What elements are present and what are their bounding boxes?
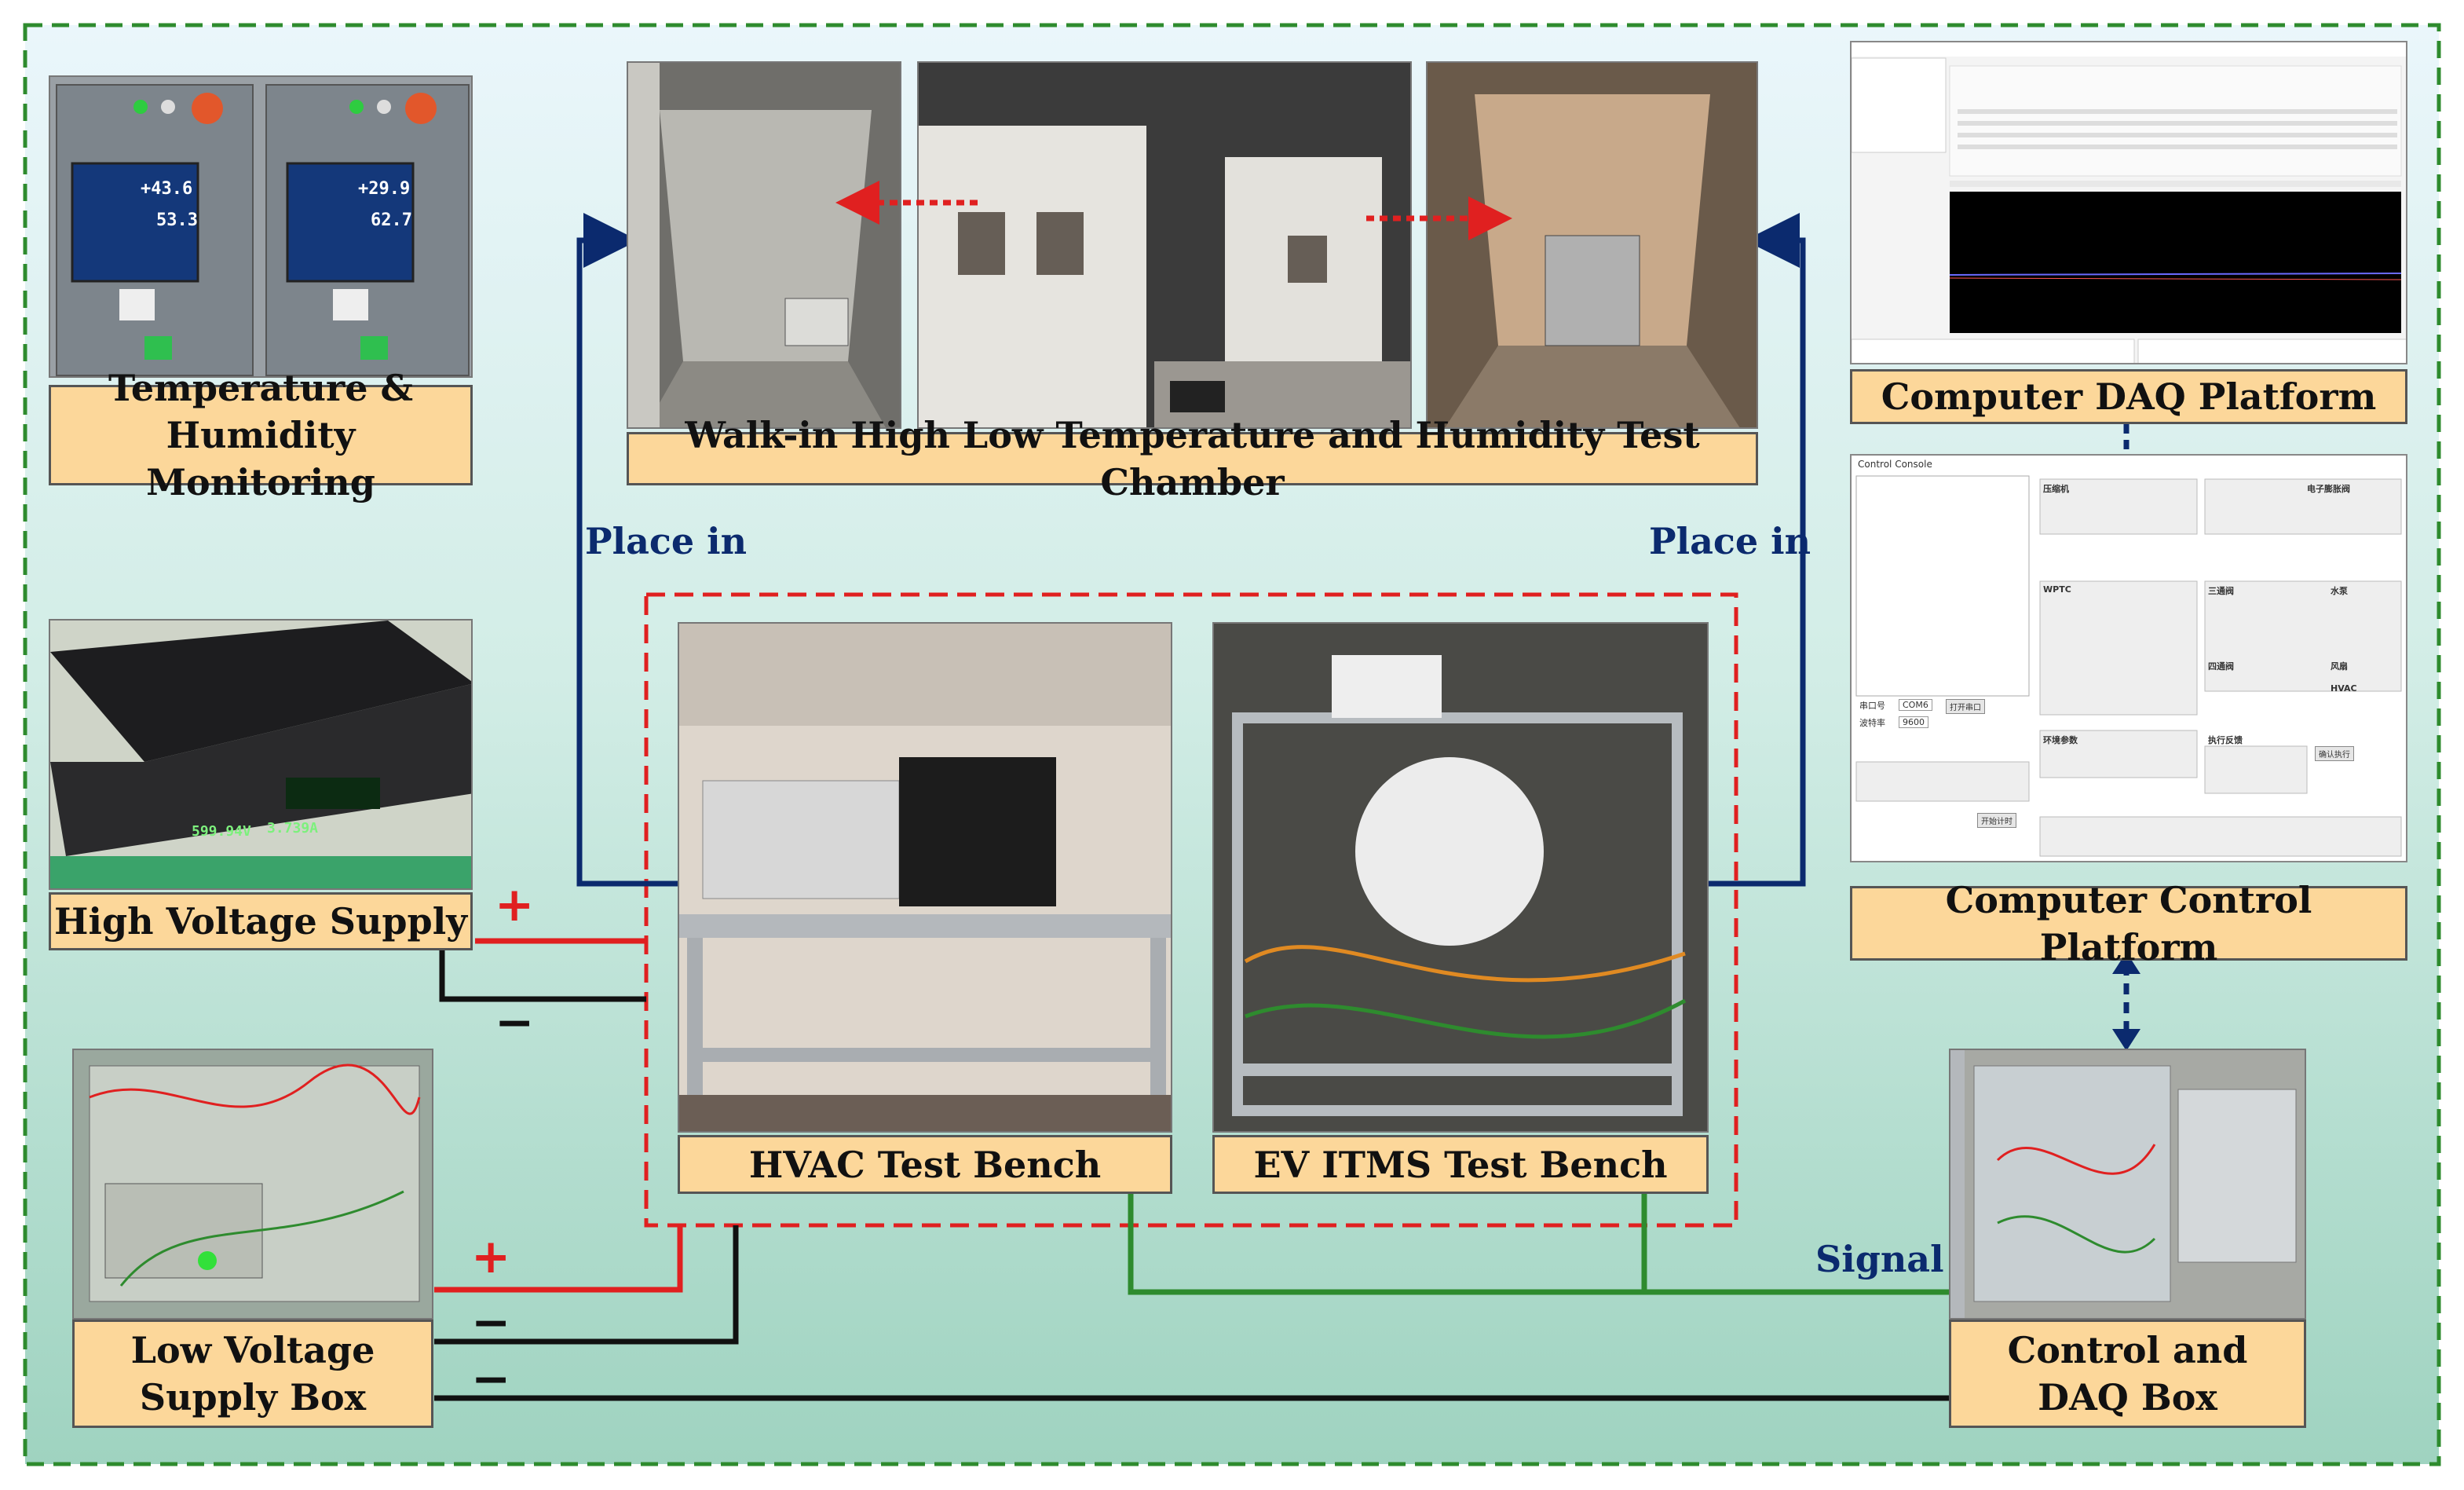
- hv-current-readout: 3.739A: [267, 820, 319, 837]
- section-hvac: HVAC: [2331, 683, 2357, 694]
- control-link-arrow-down: [2112, 1029, 2140, 1051]
- hv-supply-photo: 599.94V 3.739A: [49, 619, 473, 890]
- chamber-interior-left: [628, 63, 900, 427]
- control-console-title: Control Console: [1858, 459, 1932, 470]
- control-platform-label: Computer Control Platform: [1850, 879, 2407, 968]
- hvac-bench-photo: [678, 622, 1172, 1133]
- daq-software-ui: [1852, 42, 2406, 363]
- com-port-label: 串口号: [1859, 701, 1885, 711]
- itms-bench-illustration: [1214, 624, 1707, 1131]
- temp-humidity-label: Temperature & Humidity Monitoring: [49, 367, 473, 503]
- section-expansion-valve: 电子膨胀阀: [2307, 484, 2350, 494]
- lv-supply-illustration: [74, 1050, 432, 1318]
- itms-bench-label: EV ITMS Test Bench: [1212, 1135, 1709, 1194]
- hv-plus-sign: +: [495, 877, 535, 932]
- place-in-left-label: Place in: [585, 520, 748, 562]
- chamber-interior-right: [1428, 63, 1757, 427]
- control-console-ui: [1855, 475, 2402, 857]
- meter-panels-illustration: [50, 77, 471, 376]
- hv-voltage-readout: 599.94V: [192, 823, 251, 840]
- com-port-value: COM6: [1899, 699, 1932, 711]
- section-environment: 环境参数: [2043, 735, 2078, 745]
- bench-frame: [644, 592, 1738, 1228]
- control-daq-box-label: Control and DAQ Box: [1949, 1320, 2306, 1428]
- chamber-label: Walk-in High Low Temperature and Humidit…: [627, 414, 1758, 503]
- daq-software-screenshot: [1850, 41, 2407, 364]
- lv-minus-wire: [434, 1225, 739, 1345]
- lv-plus-sign: +: [471, 1229, 511, 1284]
- confirm-execute-button[interactable]: 确认执行: [2315, 746, 2354, 761]
- lv-supply-label: Low Voltage Supply Box: [72, 1320, 433, 1428]
- control-daq-box-photo: [1949, 1049, 2306, 1320]
- section-pump: 水泵: [2331, 586, 2348, 596]
- right-temp-reading: +29.9: [358, 179, 411, 199]
- hvac-bench-label: HVAC Test Bench: [678, 1135, 1172, 1194]
- left-humidity-reading: 53.3: [156, 211, 198, 230]
- signal-wire-1: [1128, 1194, 1949, 1295]
- control-link-arrow-up: [2112, 952, 2140, 974]
- hv-minus-sign: −: [495, 995, 535, 1050]
- chamber-photo-center: [917, 61, 1412, 429]
- lv-minus-sign-2: −: [471, 1352, 511, 1407]
- section-feedback: 执行反馈: [2208, 735, 2243, 745]
- lv-plus-wire: [434, 1225, 683, 1293]
- baud-label: 波特率: [1859, 718, 1885, 728]
- control-daq-box-illustration: [1950, 1050, 2305, 1318]
- open-port-button[interactable]: 打开串口: [1946, 699, 1985, 714]
- hvac-bench-illustration: [679, 624, 1171, 1131]
- signal-label: Signal: [1815, 1238, 1944, 1280]
- itms-bench-photo: [1212, 622, 1709, 1133]
- baud-value: 9600: [1899, 716, 1928, 728]
- lv-supply-photo: [72, 1049, 433, 1320]
- start-timer-button[interactable]: 开始计时: [1977, 813, 2016, 828]
- section-wptc: WPTC: [2043, 584, 2071, 595]
- hv-supply-illustration: [50, 621, 471, 888]
- section-compressor: 压缩机: [2043, 484, 2069, 494]
- hv-supply-label: High Voltage Supply: [49, 892, 473, 950]
- control-software-screenshot: Control Console 串口号 COM6 波特率 9600 压缩机 电子…: [1850, 454, 2407, 862]
- chamber-photo-left: [627, 61, 901, 429]
- place-in-arrow-left: [576, 213, 678, 887]
- left-temp-reading: +43.6: [141, 179, 193, 199]
- section-four-way-valve: 四通阀: [2208, 661, 2234, 672]
- place-in-arrow-right: [1709, 213, 1806, 887]
- chamber-exterior: [919, 63, 1410, 427]
- chamber-photo-right: [1426, 61, 1758, 429]
- hv-minus-wire: [439, 950, 646, 1002]
- lv-minus-sign: −: [471, 1295, 511, 1350]
- daq-platform-label: Computer DAQ Platform: [1850, 369, 2407, 424]
- right-humidity-reading: 62.7: [371, 211, 412, 230]
- section-fan: 风扇: [2331, 661, 2348, 672]
- section-three-way-valve: 三通阀: [2208, 586, 2234, 596]
- outer-frame: [23, 23, 2441, 1466]
- temp-humidity-photo: +43.6 53.3 +29.9 62.7: [49, 75, 473, 378]
- place-in-right-label: Place in: [1649, 520, 1811, 562]
